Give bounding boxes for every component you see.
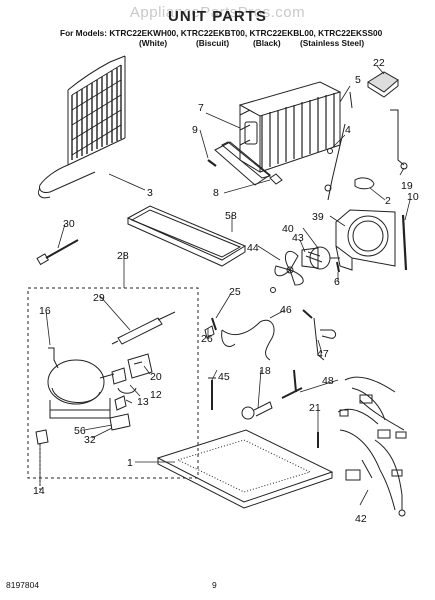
callout-44: 44 (247, 242, 259, 254)
overload-part (109, 413, 131, 431)
callout-29: 29 (93, 292, 105, 304)
callout-32: 32 (84, 434, 96, 446)
compressor-kit-box (27, 287, 199, 479)
callout-45: 45 (218, 371, 230, 383)
variant-stainless: (Stainless Steel) (300, 38, 365, 48)
callout-46: 46 (280, 304, 292, 316)
callout-3: 3 (147, 187, 153, 199)
thermistor-part (390, 109, 405, 166)
callout-19: 19 (401, 180, 413, 192)
callout-12: 12 (150, 389, 162, 401)
drier-part (111, 311, 176, 345)
callout-42: 42 (355, 513, 367, 525)
wire-part (48, 347, 59, 369)
callout-2: 2 (385, 195, 391, 207)
callout-10: 10 (407, 191, 419, 203)
wire-harness-part (337, 376, 407, 517)
callout-labels: 3 7 5 4 9 8 2 19 22 10 39 40 43 44 6 58 … (33, 57, 419, 525)
loop-tube-part (313, 317, 337, 361)
clip-part (354, 177, 375, 190)
callout-30: 30 (63, 218, 75, 230)
callout-16: 16 (39, 305, 51, 317)
condenser-coil-part (37, 55, 126, 199)
page-number: 9 (212, 580, 217, 590)
callout-20: 20 (150, 371, 162, 383)
drain-pan-part (126, 205, 247, 267)
base-plate-part (156, 429, 334, 509)
models-line: For Models: KTRC22EKWH00, KTRC22EKBT00, … (60, 28, 383, 38)
callout-14: 14 (33, 485, 45, 497)
watermark: AppliancePartsPros.com (129, 4, 306, 21)
callout-8: 8 (213, 187, 219, 199)
page-title: UNIT PARTS (168, 8, 267, 25)
caster-part (241, 401, 273, 420)
callout-1: 1 (127, 457, 133, 469)
callout-48: 48 (322, 375, 334, 387)
evaporator-part (214, 81, 342, 186)
grommet-part (35, 429, 49, 445)
callout-6: 6 (334, 276, 340, 288)
callout-18: 18 (259, 365, 271, 377)
callout-39: 39 (312, 211, 324, 223)
variant-black: (Black) (253, 38, 281, 48)
callout-4: 4 (345, 124, 351, 136)
callout-25: 25 (229, 286, 241, 298)
clip-56-part (114, 395, 127, 411)
variant-biscuit: (Biscuit) (196, 38, 230, 48)
callout-47: 47 (317, 348, 329, 360)
callout-21: 21 (309, 402, 321, 414)
fan-motor-part (301, 246, 340, 270)
callout-28: 28 (117, 250, 129, 262)
callout-5: 5 (355, 74, 361, 86)
relay-parts (111, 353, 153, 394)
callout-58: 58 (225, 210, 237, 222)
tubing-part (221, 319, 275, 361)
callout-22: 22 (373, 57, 385, 69)
callout-26: 26 (201, 333, 213, 345)
capillary-tube-part (327, 91, 353, 201)
variant-white: (White) (139, 38, 168, 48)
compressor-part (47, 359, 115, 419)
rod-part (401, 214, 408, 271)
callout-13: 13 (137, 396, 149, 408)
callout-56: 56 (74, 425, 86, 437)
doc-number: 8197804 (6, 580, 40, 590)
callout-7: 7 (198, 102, 204, 114)
callout-40: 40 (282, 223, 294, 235)
fan-blade-part (274, 250, 304, 286)
harness-part (45, 239, 79, 259)
callout-43: 43 (292, 232, 304, 244)
fan-shroud-part (335, 209, 396, 271)
callout-9: 9 (192, 124, 198, 136)
